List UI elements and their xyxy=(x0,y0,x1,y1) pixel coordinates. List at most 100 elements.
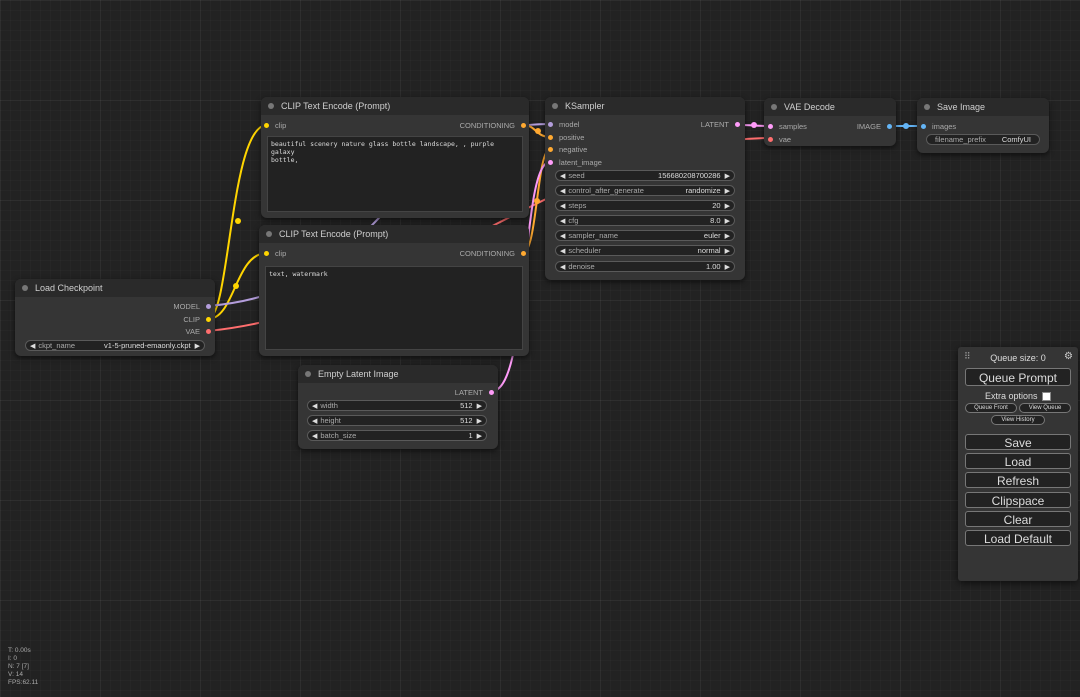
collapse-dot-icon[interactable] xyxy=(305,371,311,377)
arrow-left-icon[interactable]: ◀ xyxy=(312,432,318,440)
node-vae-decode[interactable]: VAE Decode samples vae IMAGE xyxy=(764,98,896,146)
node-title[interactable]: Empty Latent Image xyxy=(298,365,498,383)
arrow-left-icon[interactable]: ◀ xyxy=(560,247,566,255)
prompt-textarea[interactable]: beautiful scenery nature glass bottle la… xyxy=(267,136,523,212)
width-widget[interactable]: ◀ width 512 ▶ xyxy=(307,400,487,411)
cfg-widget[interactable]: ◀ cfg 8.0 ▶ xyxy=(555,215,735,226)
slot-dot-icon[interactable] xyxy=(887,124,892,129)
slot-dot-icon[interactable] xyxy=(206,304,211,309)
node-title[interactable]: KSampler xyxy=(545,97,745,115)
node-title[interactable]: CLIP Text Encode (Prompt) xyxy=(259,225,529,243)
output-conditioning[interactable]: CONDITIONING xyxy=(460,249,526,258)
arrow-left-icon[interactable]: ◀ xyxy=(560,202,566,210)
arrow-right-icon[interactable]: ▶ xyxy=(724,232,730,240)
node-clip-text-encode-negative[interactable]: CLIP Text Encode (Prompt) clip CONDITION… xyxy=(259,225,529,356)
node-title[interactable]: Save Image xyxy=(917,98,1049,116)
ckpt-name-combo[interactable]: ◀ ckpt_name v1-5-pruned-emaonly.ckpt ▶ xyxy=(25,340,205,351)
arrow-left-icon[interactable]: ◀ xyxy=(560,172,566,180)
refresh-button[interactable]: Refresh xyxy=(965,472,1071,488)
output-latent[interactable]: LATENT xyxy=(455,388,494,397)
view-queue-button[interactable]: View Queue xyxy=(1019,403,1071,413)
scheduler-widget[interactable]: ◀ scheduler normal ▶ xyxy=(555,245,735,256)
slot-dot-icon[interactable] xyxy=(921,124,926,129)
input-clip[interactable]: clip xyxy=(264,121,286,130)
output-clip[interactable]: CLIP xyxy=(183,315,211,324)
collapse-dot-icon[interactable] xyxy=(266,231,272,237)
slot-dot-icon[interactable] xyxy=(548,135,553,140)
node-ksampler[interactable]: KSampler model positive negative latent_… xyxy=(545,97,745,280)
node-title[interactable]: VAE Decode xyxy=(764,98,896,116)
slot-dot-icon[interactable] xyxy=(206,329,211,334)
prompt-textarea[interactable]: text, watermark xyxy=(265,266,523,350)
arrow-right-icon[interactable]: ▶ xyxy=(476,417,482,425)
save-button[interactable]: Save xyxy=(965,434,1071,450)
slot-dot-icon[interactable] xyxy=(264,251,269,256)
slot-dot-icon[interactable] xyxy=(768,124,773,129)
arrow-left-icon[interactable]: ◀ xyxy=(560,263,566,271)
slot-dot-icon[interactable] xyxy=(489,390,494,395)
slot-dot-icon[interactable] xyxy=(548,160,553,165)
settings-gear-icon[interactable]: ⚙ xyxy=(1064,351,1073,362)
slot-dot-icon[interactable] xyxy=(768,137,773,142)
node-title[interactable]: CLIP Text Encode (Prompt) xyxy=(261,97,529,115)
arrow-right-icon[interactable]: ▶ xyxy=(724,172,730,180)
input-clip[interactable]: clip xyxy=(264,249,286,258)
arrow-left-icon[interactable]: ◀ xyxy=(560,232,566,240)
output-image[interactable]: IMAGE xyxy=(857,122,892,131)
collapse-dot-icon[interactable] xyxy=(924,104,930,110)
collapse-dot-icon[interactable] xyxy=(268,103,274,109)
arrow-right-icon[interactable]: ▶ xyxy=(724,217,730,225)
sampler-name-widget[interactable]: ◀ sampler_name euler ▶ xyxy=(555,230,735,241)
output-vae[interactable]: VAE xyxy=(186,327,211,336)
arrow-right-icon[interactable]: ▶ xyxy=(476,432,482,440)
arrow-left-icon[interactable]: ◀ xyxy=(560,187,566,195)
arrow-right-icon[interactable]: ▶ xyxy=(476,402,482,410)
node-save-image[interactable]: Save Image images filename_prefix ComfyU… xyxy=(917,98,1049,153)
node-clip-text-encode-positive[interactable]: CLIP Text Encode (Prompt) clip CONDITION… xyxy=(261,97,529,218)
slot-dot-icon[interactable] xyxy=(548,147,553,152)
input-samples[interactable]: samples xyxy=(768,122,807,131)
arrow-right-icon[interactable]: ▶ xyxy=(724,202,730,210)
queue-prompt-button[interactable]: Queue Prompt xyxy=(965,368,1071,386)
arrow-left-icon[interactable]: ◀ xyxy=(312,402,318,410)
node-title[interactable]: Load Checkpoint xyxy=(15,279,215,297)
input-negative[interactable]: negative xyxy=(548,145,587,154)
clipspace-button[interactable]: Clipspace xyxy=(965,492,1071,508)
collapse-dot-icon[interactable] xyxy=(552,103,558,109)
batch-size-widget[interactable]: ◀ batch_size 1 ▶ xyxy=(307,430,487,441)
node-empty-latent-image[interactable]: Empty Latent Image LATENT ◀ width 512 ▶ … xyxy=(298,365,498,449)
slot-dot-icon[interactable] xyxy=(521,251,526,256)
slot-dot-icon[interactable] xyxy=(735,122,740,127)
slot-dot-icon[interactable] xyxy=(206,317,211,322)
output-conditioning[interactable]: CONDITIONING xyxy=(460,121,526,130)
extra-options-checkbox[interactable] xyxy=(1042,392,1052,402)
slot-dot-icon[interactable] xyxy=(521,123,526,128)
seed-widget[interactable]: ◀ seed 156680208700286 ▶ xyxy=(555,170,735,181)
arrow-left-icon[interactable]: ◀ xyxy=(560,217,566,225)
arrow-right-icon[interactable]: ▶ xyxy=(194,342,200,350)
node-load-checkpoint[interactable]: Load Checkpoint MODEL CLIP VAE ◀ ckpt_na… xyxy=(15,279,215,356)
arrow-right-icon[interactable]: ▶ xyxy=(724,263,730,271)
filename-prefix-input[interactable]: filename_prefix ComfyUI xyxy=(926,134,1040,145)
arrow-right-icon[interactable]: ▶ xyxy=(724,247,730,255)
arrow-right-icon[interactable]: ▶ xyxy=(724,187,730,195)
slot-dot-icon[interactable] xyxy=(548,122,553,127)
load-default-button[interactable]: Load Default xyxy=(965,530,1071,546)
clear-button[interactable]: Clear xyxy=(965,511,1071,527)
steps-widget[interactable]: ◀ steps 20 ▶ xyxy=(555,200,735,211)
input-positive[interactable]: positive xyxy=(548,133,584,142)
queue-front-button[interactable]: Queue Front xyxy=(965,403,1017,413)
collapse-dot-icon[interactable] xyxy=(22,285,28,291)
arrow-left-icon[interactable]: ◀ xyxy=(312,417,318,425)
control-after-generate-widget[interactable]: ◀ control_after_generate randomize ▶ xyxy=(555,185,735,196)
drag-handle-icon[interactable]: ⠿ xyxy=(964,351,971,361)
input-model[interactable]: model xyxy=(548,120,579,129)
input-images[interactable]: images xyxy=(921,122,956,131)
arrow-left-icon[interactable]: ◀ xyxy=(30,342,36,350)
height-widget[interactable]: ◀ height 512 ▶ xyxy=(307,415,487,426)
input-vae[interactable]: vae xyxy=(768,135,791,144)
input-latent-image[interactable]: latent_image xyxy=(548,158,602,167)
slot-dot-icon[interactable] xyxy=(264,123,269,128)
output-latent[interactable]: LATENT xyxy=(701,120,740,129)
output-model[interactable]: MODEL xyxy=(173,302,211,311)
